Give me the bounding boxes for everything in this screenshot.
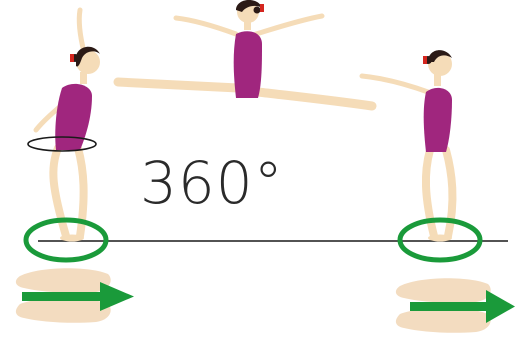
gymnast-landing-icon (362, 50, 452, 241)
gymnast-split-leap-icon (118, 0, 372, 106)
rotation-label: 360° (140, 154, 284, 212)
gymnast-takeoff-icon (28, 10, 100, 242)
